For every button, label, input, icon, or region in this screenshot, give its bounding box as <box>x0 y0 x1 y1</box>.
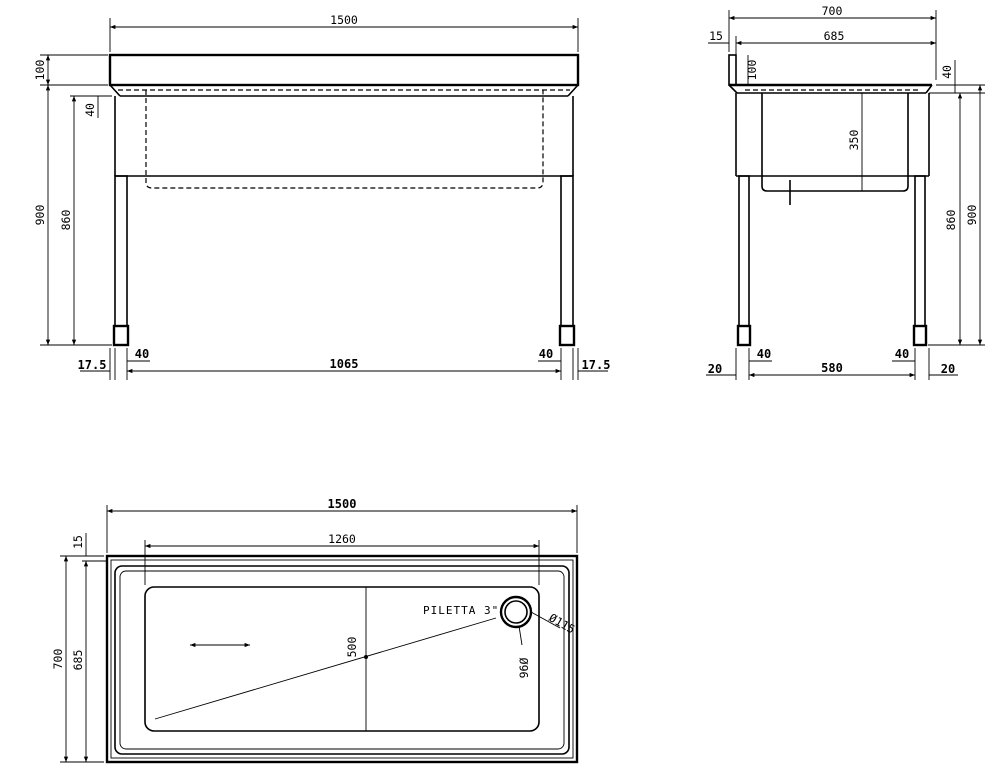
front-leg-span: 1065 <box>330 357 359 371</box>
top-basin-width: 500 <box>345 637 359 658</box>
front-left-leg: 40 <box>135 347 149 361</box>
front-width-label: 1500 <box>330 13 358 27</box>
side-rim-height: 40 <box>940 65 954 79</box>
top-view: 500 PILETTA 3" Ø115 96Ø 1500 1260 700 68… <box>51 497 579 764</box>
drain-inner-diameter: 96Ø <box>517 658 531 679</box>
top-overall-width: 1500 <box>328 497 357 511</box>
side-left-leg: 40 <box>757 347 771 361</box>
side-view: 700 685 15 100 350 40 860 900 20 40 580 <box>706 4 985 380</box>
front-right-offset: 17.5 <box>582 358 611 372</box>
side-right-leg: 40 <box>895 347 909 361</box>
front-leg-height: 860 <box>59 210 73 231</box>
side-leg-height: 860 <box>944 210 958 231</box>
top-basin-length: 1260 <box>328 532 356 546</box>
front-rim-height: 40 <box>83 103 97 117</box>
front-view: 1500 100 900 860 40 17.5 40 1065 40 17.5 <box>33 13 610 380</box>
side-right-offset: 20 <box>941 362 955 376</box>
side-depth: 700 <box>822 4 843 18</box>
front-left-offset: 17.5 <box>78 358 107 372</box>
side-basin-depth: 350 <box>847 130 861 151</box>
side-inner-depth: 685 <box>824 29 845 43</box>
side-top-thickness: 100 <box>745 60 759 81</box>
drain-label: PILETTA 3" <box>423 604 499 617</box>
top-overall-depth: 700 <box>51 649 65 670</box>
front-top-thickness: 100 <box>33 60 47 81</box>
front-total-height: 900 <box>33 205 47 226</box>
side-leg-span: 580 <box>821 361 843 375</box>
side-total-height: 900 <box>965 205 979 226</box>
drain <box>499 595 561 646</box>
side-backsplash: 15 <box>709 29 723 43</box>
top-backsplash: 15 <box>71 535 85 549</box>
front-right-leg: 40 <box>539 347 553 361</box>
top-inner-depth: 685 <box>71 650 85 671</box>
side-left-offset: 20 <box>708 362 722 376</box>
